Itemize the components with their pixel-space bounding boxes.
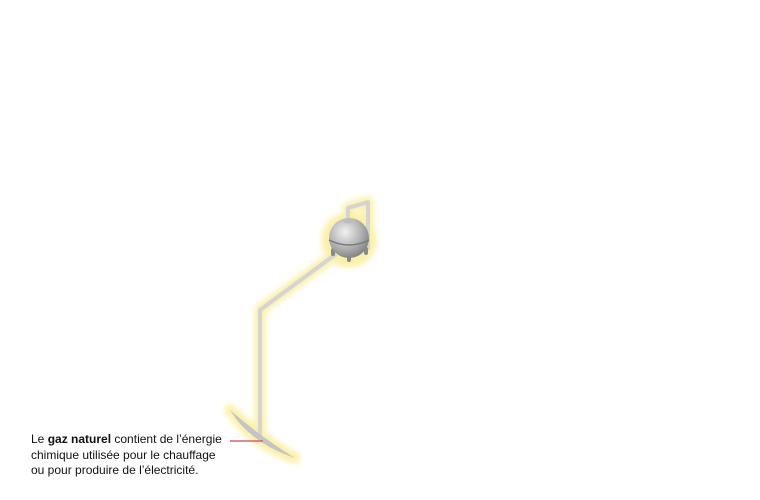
caption-line-3: ou pour produire de l’électricité. [31,463,199,477]
caption-bold-term: gaz naturel [47,432,112,446]
caption-line-1: Le gaz naturel contient de l’énergie [31,432,231,448]
caption-prefix: Le [31,432,48,446]
caption: Le gaz naturel contient de l’énergie chi… [31,432,231,479]
pipe [258,200,370,440]
caption-line-1-rest: contient de l’énergie [111,432,222,446]
caption-line-2: chimique utilisée pour le chauffage [31,447,216,462]
gas-tank [328,218,370,262]
